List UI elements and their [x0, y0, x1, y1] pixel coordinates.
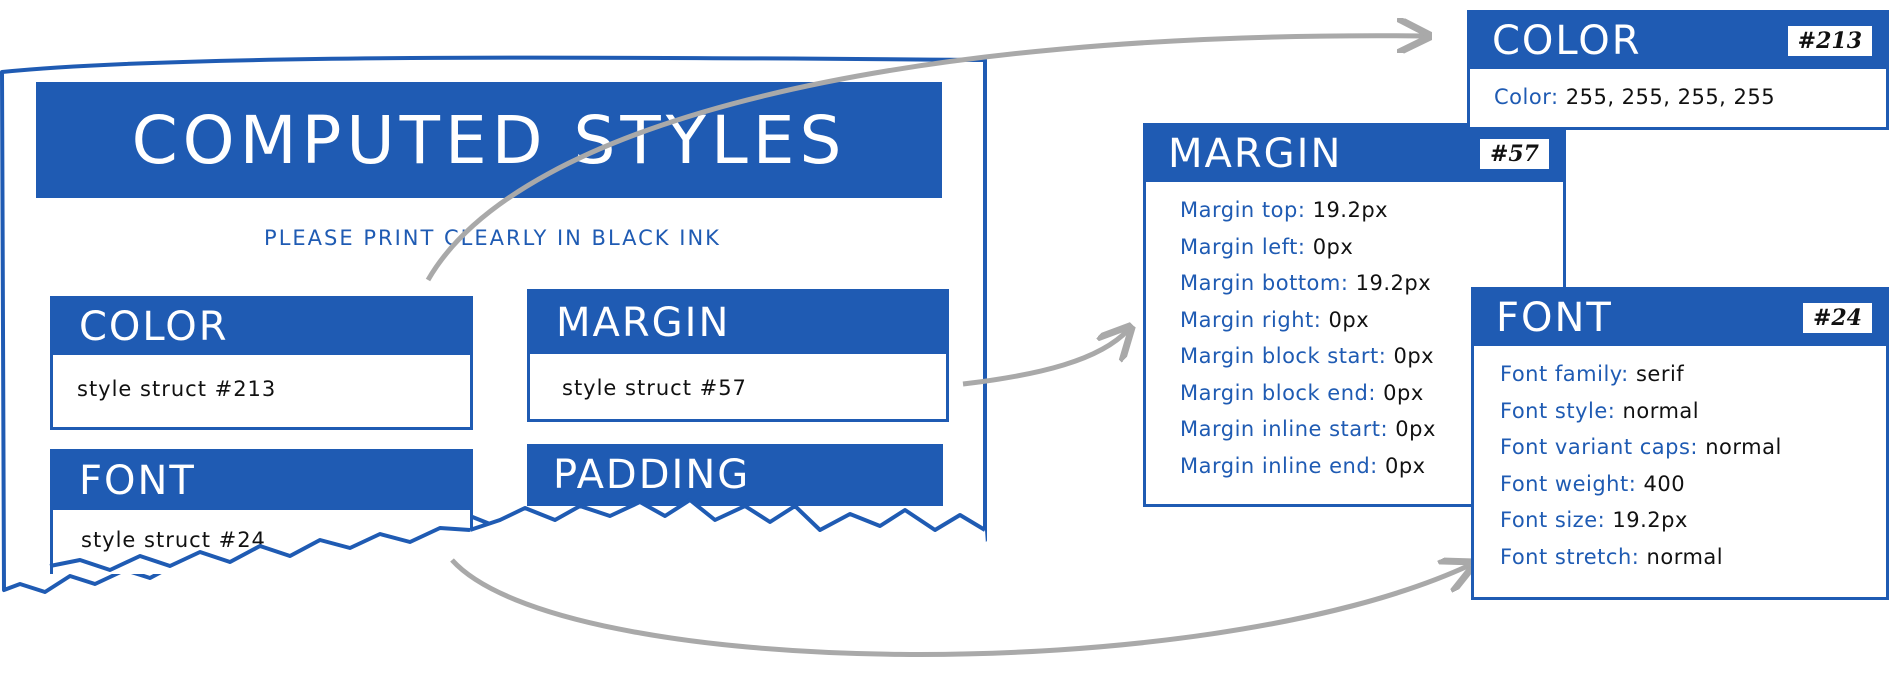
row-key: Font style:: [1500, 398, 1616, 423]
margin-row: Margin bottom: 19.2px: [1180, 265, 1563, 302]
form-cell-font-value: style struct #24: [81, 528, 266, 552]
row-value: 255, 255, 255, 255: [1565, 85, 1776, 109]
form-cell-padding-label: PADDING: [527, 444, 943, 506]
torn-edge-line: [469, 498, 987, 532]
margin-row: Margin top: 19.2px: [1180, 192, 1563, 229]
torn-edge-line-left: [49, 526, 471, 572]
color-card: COLOR #213 Color: 255, 255, 255, 255: [1467, 10, 1889, 130]
row-key: Margin block start:: [1180, 344, 1387, 368]
form-cell-color: COLOR style struct #213: [50, 296, 473, 430]
arrow-to-color-card: [425, 36, 1425, 282]
margin-card-badge: #57: [1479, 139, 1549, 169]
row-key: Font variant caps:: [1500, 435, 1699, 459]
color-card-badge: #213: [1787, 26, 1872, 56]
font-card-rows: Font family: serif Font style: normal Fo…: [1474, 346, 1886, 575]
row-key: Color:: [1494, 85, 1559, 109]
form-cell-margin-value: style struct #57: [562, 376, 747, 400]
row-key: Font weight:: [1500, 471, 1637, 496]
row-value: 0px: [1395, 417, 1436, 441]
row-value: 19.2px: [1355, 271, 1432, 295]
form-cell-margin: MARGIN style struct #57: [527, 289, 949, 422]
margin-row: Margin inline end: 0px: [1180, 448, 1563, 485]
form-cell-padding: PADDING: [527, 444, 943, 506]
color-card-title: COLOR: [1492, 18, 1642, 64]
row-value: 0px: [1312, 234, 1354, 259]
row-key: Margin right:: [1180, 307, 1322, 332]
row-value: serif: [1635, 362, 1685, 386]
form-cell-font-label: FONT: [53, 452, 470, 510]
font-card-badge: #24: [1802, 303, 1872, 333]
color-card-rows: Color: 255, 255, 255, 255: [1470, 69, 1886, 116]
font-row: Font weight: 400: [1500, 466, 1886, 503]
row-value: 19.2px: [1312, 198, 1389, 222]
font-card-title: FONT: [1496, 295, 1613, 341]
arrow-to-margin-card: [962, 330, 1128, 387]
row-value: normal: [1622, 398, 1700, 423]
row-value: 0px: [1328, 307, 1370, 332]
font-row: Font style: normal: [1500, 393, 1886, 430]
margin-row: Margin right: 0px: [1180, 302, 1563, 339]
row-value: 0px: [1384, 453, 1426, 478]
arrow-to-font-card: [450, 560, 1470, 657]
font-row: Font family: serif: [1500, 356, 1886, 393]
font-card-header: FONT #24: [1474, 290, 1886, 346]
color-row: Color: 255, 255, 255, 255: [1494, 79, 1886, 116]
row-key: Margin top:: [1180, 198, 1306, 222]
color-card-header: COLOR #213: [1470, 13, 1886, 69]
margin-card-header: MARGIN #57: [1146, 126, 1563, 182]
font-row: Font variant caps: normal: [1500, 429, 1886, 466]
torn-edge-fill: [470, 500, 990, 600]
row-key: Margin bottom:: [1180, 271, 1349, 295]
margin-row: Margin inline start: 0px: [1180, 411, 1563, 448]
row-key: Font family:: [1500, 362, 1629, 386]
row-value: 0px: [1393, 344, 1435, 368]
row-key: Margin inline start:: [1180, 417, 1389, 441]
row-value: 19.2px: [1612, 508, 1688, 532]
margin-card-title: MARGIN: [1168, 131, 1343, 177]
form-title: COMPUTED STYLES: [36, 82, 942, 198]
margin-row: Margin left: 0px: [1180, 229, 1563, 266]
font-card: FONT #24 Font family: serif Font style: …: [1471, 287, 1889, 600]
form-cell-margin-label: MARGIN: [530, 292, 946, 354]
form-subtitle: PLEASE PRINT CLEARLY IN BLACK INK: [264, 226, 721, 250]
row-key: Margin block end:: [1180, 380, 1376, 405]
font-row: Font size: 19.2px: [1500, 502, 1886, 539]
row-key: Font size:: [1500, 508, 1606, 532]
row-value: 0px: [1383, 380, 1424, 405]
form-cell-color-value: style struct #213: [77, 377, 277, 401]
row-value: normal: [1646, 544, 1724, 569]
row-key: Margin left:: [1180, 234, 1306, 259]
form-cell-color-label: COLOR: [53, 299, 470, 355]
margin-row: Margin block start: 0px: [1180, 338, 1563, 375]
form-cell-font: FONT style struct #24: [50, 449, 473, 574]
row-key: Font stretch:: [1500, 544, 1640, 569]
margin-card-rows: Margin top: 19.2px Margin left: 0px Marg…: [1146, 182, 1563, 484]
margin-row: Margin block end: 0px: [1180, 375, 1563, 412]
font-row: Font stretch: normal: [1500, 539, 1886, 576]
row-value: 400: [1643, 471, 1686, 496]
row-key: Margin inline end:: [1180, 453, 1378, 478]
row-value: normal: [1705, 435, 1782, 459]
